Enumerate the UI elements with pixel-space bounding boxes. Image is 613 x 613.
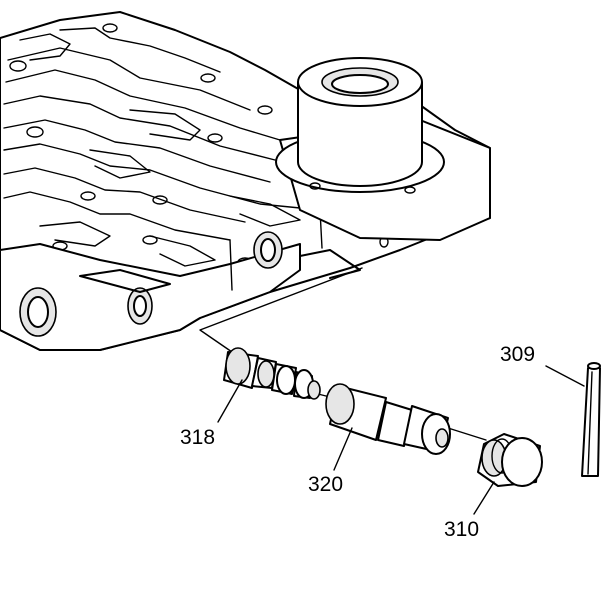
accumulator-housing <box>275 57 491 241</box>
callout-310: 310 <box>444 518 479 541</box>
callout-318: 318 <box>180 426 215 449</box>
valve-320 <box>325 383 451 455</box>
valve-318 <box>223 347 321 400</box>
pin-309 <box>581 362 601 477</box>
callout-309: 309 <box>500 343 535 366</box>
callout-320: 320 <box>308 473 343 496</box>
plug-310 <box>477 433 543 487</box>
leader-lines <box>217 365 585 515</box>
valve-body-casting <box>0 11 491 351</box>
